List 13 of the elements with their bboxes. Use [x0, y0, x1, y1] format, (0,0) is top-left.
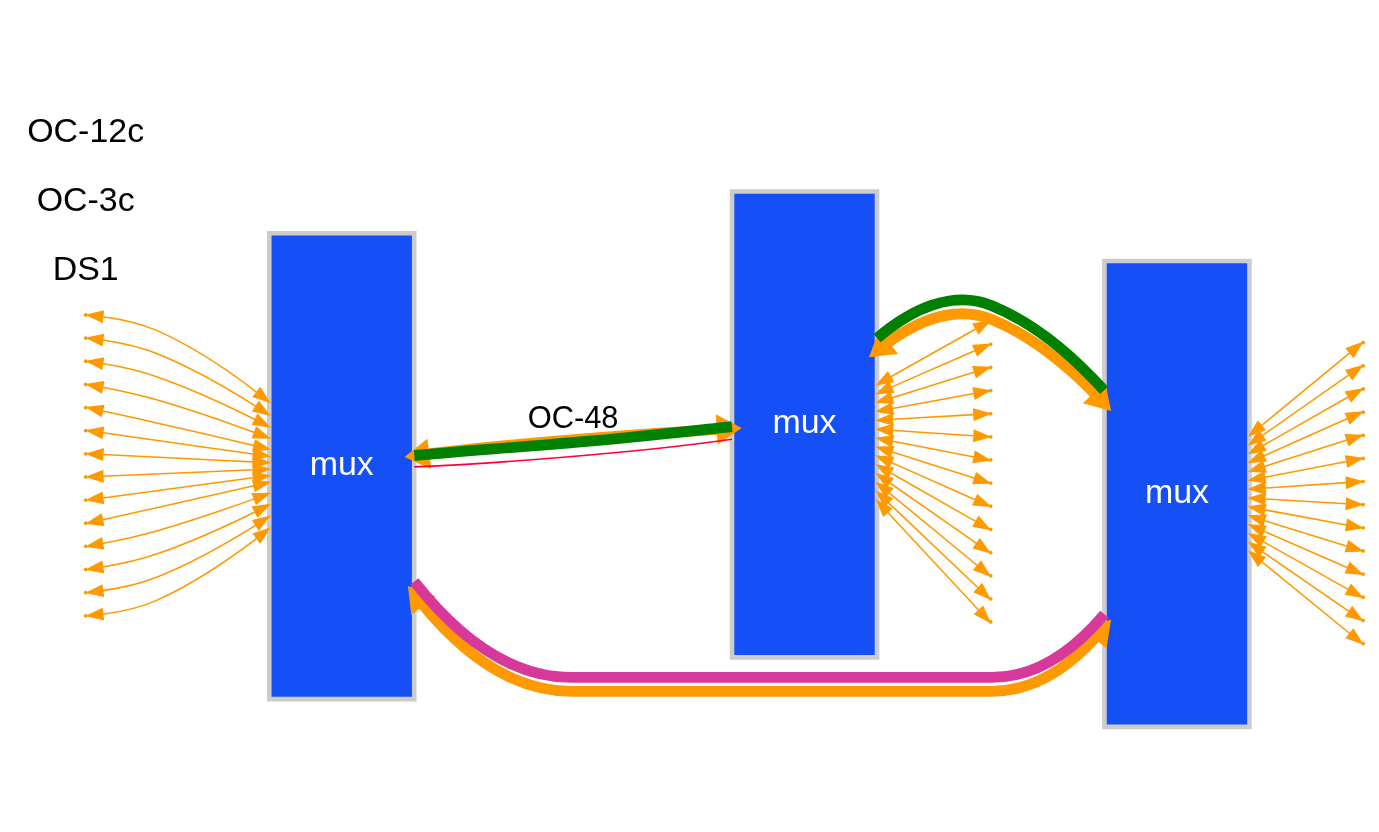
- node-box: mux: [266, 230, 417, 702]
- label: OC-12c: [27, 110, 145, 149]
- connector: [410, 578, 1109, 683]
- connector: [413, 438, 733, 468]
- connector: [413, 421, 733, 461]
- arrow: [868, 308, 1112, 411]
- arrow: [407, 585, 1112, 697]
- arrow: [404, 414, 742, 470]
- label: OC-3c: [36, 179, 135, 218]
- edge-label: OC-48: [527, 399, 619, 435]
- node-box: mux: [729, 189, 880, 660]
- node-box: mux: [1102, 258, 1252, 730]
- label: DS1: [52, 249, 119, 288]
